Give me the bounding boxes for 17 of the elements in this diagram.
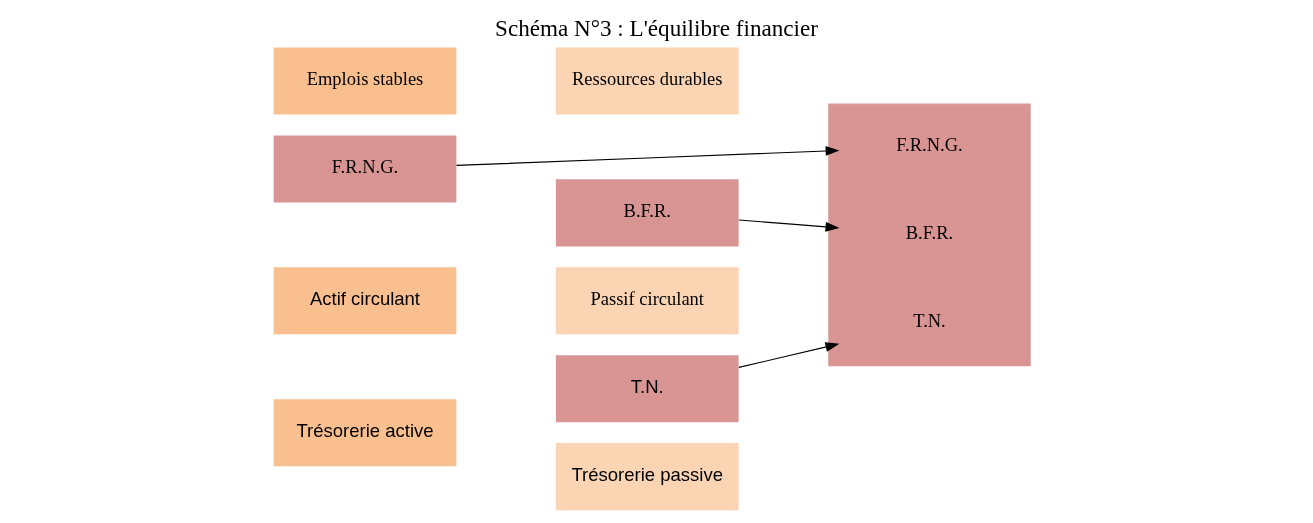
node-box: B.F.R. <box>555 179 739 247</box>
cluster <box>828 103 1031 367</box>
node-text: B.F.R. <box>905 223 954 244</box>
node-box: Actif circulant <box>273 267 457 335</box>
node-box: Trésorerie active <box>273 399 457 467</box>
arrow <box>455 146 840 166</box>
node-box: F.R.N.G. <box>273 135 457 203</box>
arrow <box>738 219 840 232</box>
diagram-title: Schéma N°3 : L'équilibre financier <box>495 14 818 41</box>
node-box: Trésorerie passive <box>555 443 739 511</box>
node-text: T.N. <box>913 311 946 332</box>
node-box: Ressources durables <box>555 47 739 115</box>
node-box: Passif circulant <box>555 267 739 335</box>
node-box: Emplois stables <box>273 47 457 115</box>
arrow <box>738 342 840 368</box>
node-text: F.R.N.G. <box>896 135 963 156</box>
node-box: T.N. <box>555 355 739 423</box>
